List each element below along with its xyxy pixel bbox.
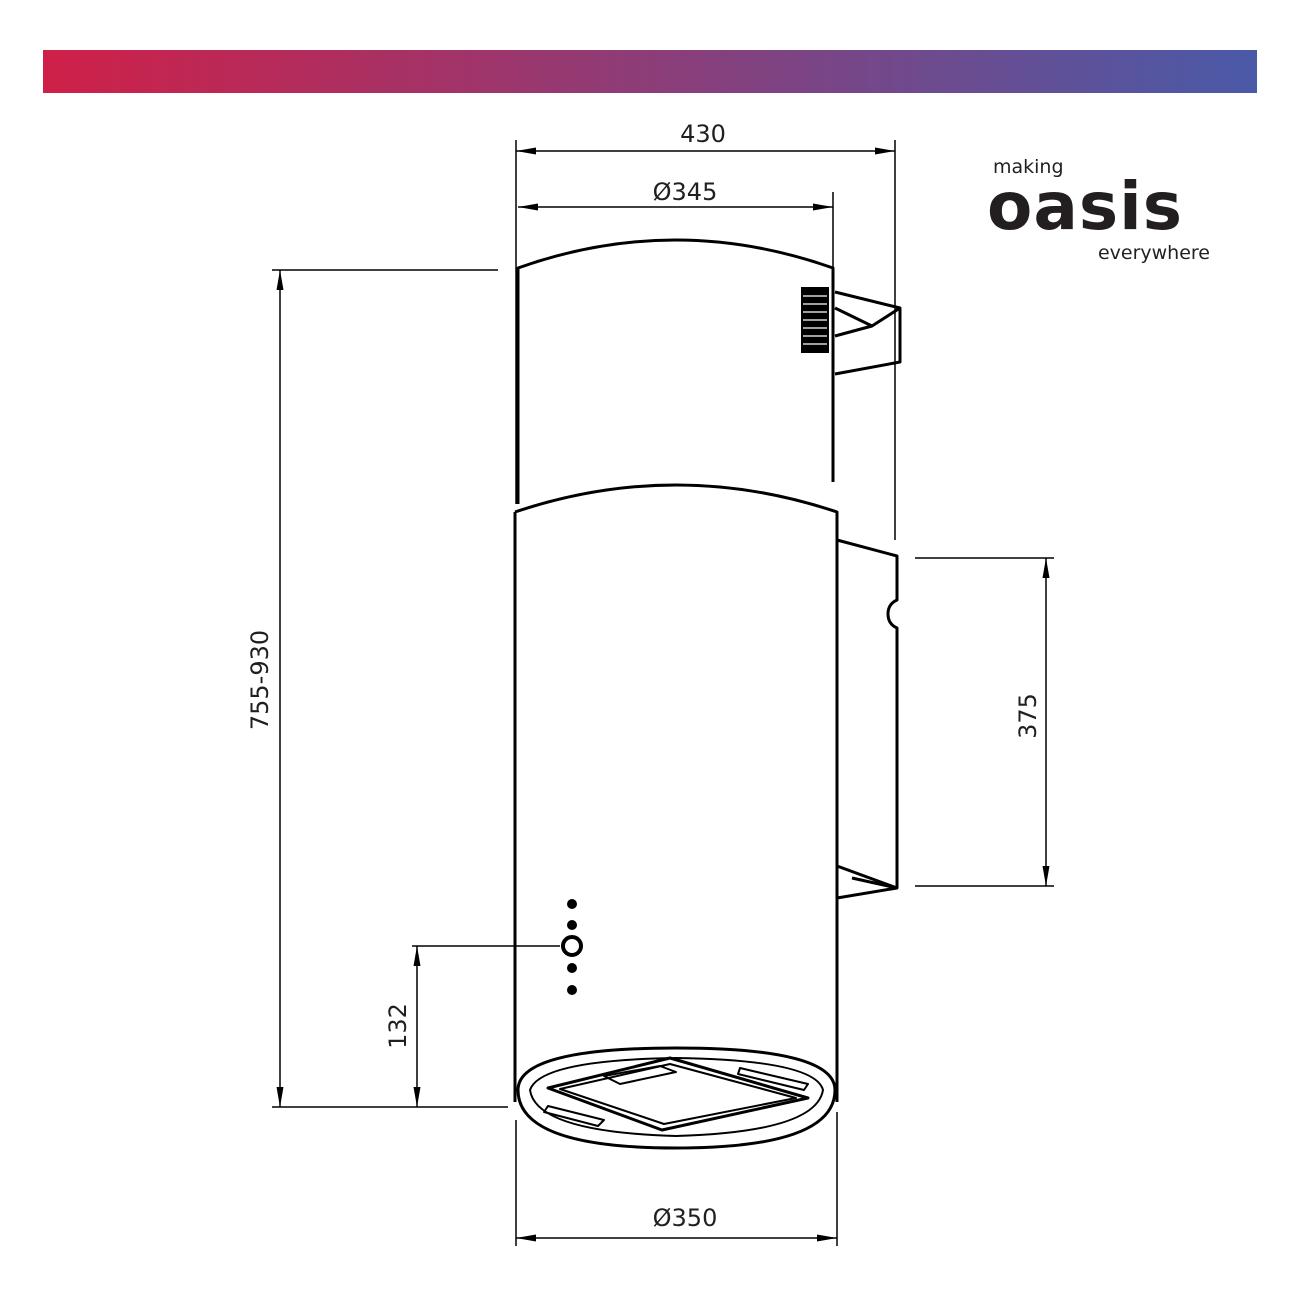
upper-bracket (834, 290, 902, 376)
bottom-plate (516, 1046, 837, 1150)
control-button-2 (567, 920, 577, 930)
filter-panel (546, 1056, 810, 1132)
label-body-diameter: Ø350 (653, 1204, 718, 1232)
brand-logo: making oasis everywhere (985, 155, 1225, 270)
logo-everywhere: everywhere (1097, 242, 1210, 264)
control-panel (561, 899, 583, 995)
logo-making: making (993, 156, 1064, 178)
label-control-height: 132 (384, 1003, 412, 1049)
grille-teeth (803, 295, 827, 345)
lower-bracket (836, 538, 899, 900)
control-button-main (561, 935, 583, 957)
label-total-height: 755-930 (246, 630, 274, 730)
filter-handle-top (603, 1065, 677, 1085)
dimension-lines (272, 140, 1054, 1246)
body-outline (513, 483, 839, 1102)
gradient-banner (43, 50, 1257, 93)
control-button-1 (567, 899, 577, 909)
control-button-3 (567, 963, 577, 973)
filter-inner (559, 1063, 797, 1125)
label-bracket-height: 375 (1014, 693, 1042, 739)
label-overall-width: 430 (680, 120, 726, 148)
light-strip-left (543, 1105, 605, 1127)
light-strip-right (737, 1067, 809, 1091)
chimney-outline (516, 238, 835, 504)
bottom-plate-inner (529, 1057, 824, 1137)
control-button-4 (567, 985, 577, 995)
hood-outline (513, 238, 902, 1150)
logo-oasis: oasis (987, 168, 1184, 245)
grille (801, 287, 829, 353)
label-chimney-diameter: Ø345 (653, 178, 718, 206)
